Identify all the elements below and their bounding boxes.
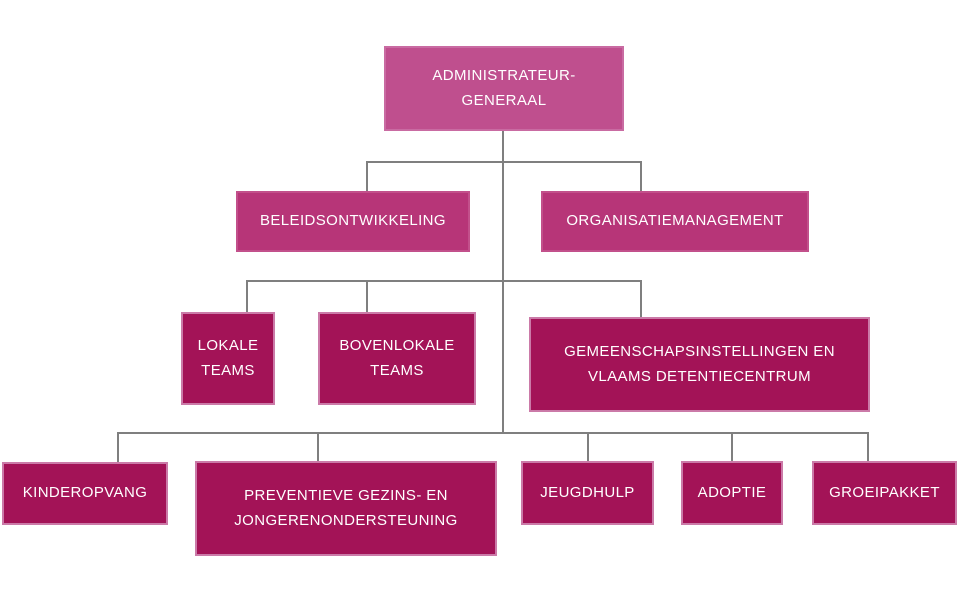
- node-label: GROEIPAKKET: [829, 483, 940, 501]
- org-node-groeipakket: GROEIPAKKET: [812, 461, 957, 525]
- node-label-line: GENERAAL: [461, 91, 547, 109]
- org-node-gemeenschapsinstellingen-en-vlaams-detentiecentrum: GEMEENSCHAPSINSTELLINGEN EN VLAAMS DETEN…: [529, 317, 870, 412]
- node-label: ADOPTIE: [697, 483, 767, 501]
- connector-beleidsontwikkeling-drop: [366, 161, 368, 192]
- org-node-organisatiemanagement: ORGANISATIEMANAGEMENT: [541, 191, 809, 252]
- connector-preventieve-drop: [317, 432, 319, 462]
- connector-adoptie-drop: [731, 432, 733, 462]
- connector-central-trunk: [502, 161, 504, 433]
- node-label-line: PREVENTIEVE GEZINS- EN: [244, 487, 448, 505]
- connector-level2-rail: [366, 161, 642, 163]
- connector-groeipakket-drop: [867, 432, 869, 463]
- node-label-line: TEAMS: [201, 361, 255, 379]
- connector-bovenlokale-teams-drop: [366, 280, 368, 313]
- connector-level4-rail: [117, 432, 869, 434]
- org-node-adoptie: ADOPTIE: [681, 461, 783, 525]
- org-node-lokale-teams: LOKALE TEAMS: [181, 312, 275, 405]
- node-label-line: GEMEENSCHAPSINSTELLINGEN EN: [564, 343, 835, 361]
- node-label-line: LOKALE: [197, 337, 259, 355]
- connector-kinderopvang-drop: [117, 432, 119, 463]
- org-node-jeugdhulp: JEUGDHULP: [521, 461, 654, 525]
- node-label: JEUGDHULP: [540, 483, 635, 501]
- org-node-kinderopvang: KINDEROPVANG: [2, 462, 168, 525]
- node-label: BELEIDSONTWIKKELING: [260, 212, 446, 230]
- org-node-beleidsontwikkeling: BELEIDSONTWIKKELING: [236, 191, 470, 252]
- node-label-line: VLAAMS DETENTIECENTRUM: [588, 367, 811, 385]
- connector-root-drop: [502, 131, 504, 162]
- connector-gemeenschapsinstellingen-drop: [640, 280, 642, 318]
- node-label: KINDEROPVANG: [22, 484, 148, 502]
- connector-level3-rail: [246, 280, 642, 282]
- org-node-bovenlokale-teams: BOVENLOKALE TEAMS: [318, 312, 476, 405]
- node-label-line: TEAMS: [370, 361, 424, 379]
- node-label-line: JONGERENONDERSTEUNING: [234, 511, 458, 529]
- node-label: ORGANISATIEMANAGEMENT: [566, 212, 784, 230]
- node-label-line: BOVENLOKALE: [339, 337, 455, 355]
- org-node-preventieve-gezins-en-jongerenondersteuning: PREVENTIEVE GEZINS- EN JONGERENONDERSTEU…: [195, 461, 497, 556]
- connector-jeugdhulp-drop: [587, 432, 589, 462]
- connector-lokale-teams-drop: [246, 280, 248, 313]
- org-node-administrateur-generaal: ADMINISTRATEUR- GENERAAL: [384, 46, 624, 131]
- connector-organisatiemanagement-drop: [640, 161, 642, 192]
- node-label-line: ADMINISTRATEUR-: [432, 67, 576, 85]
